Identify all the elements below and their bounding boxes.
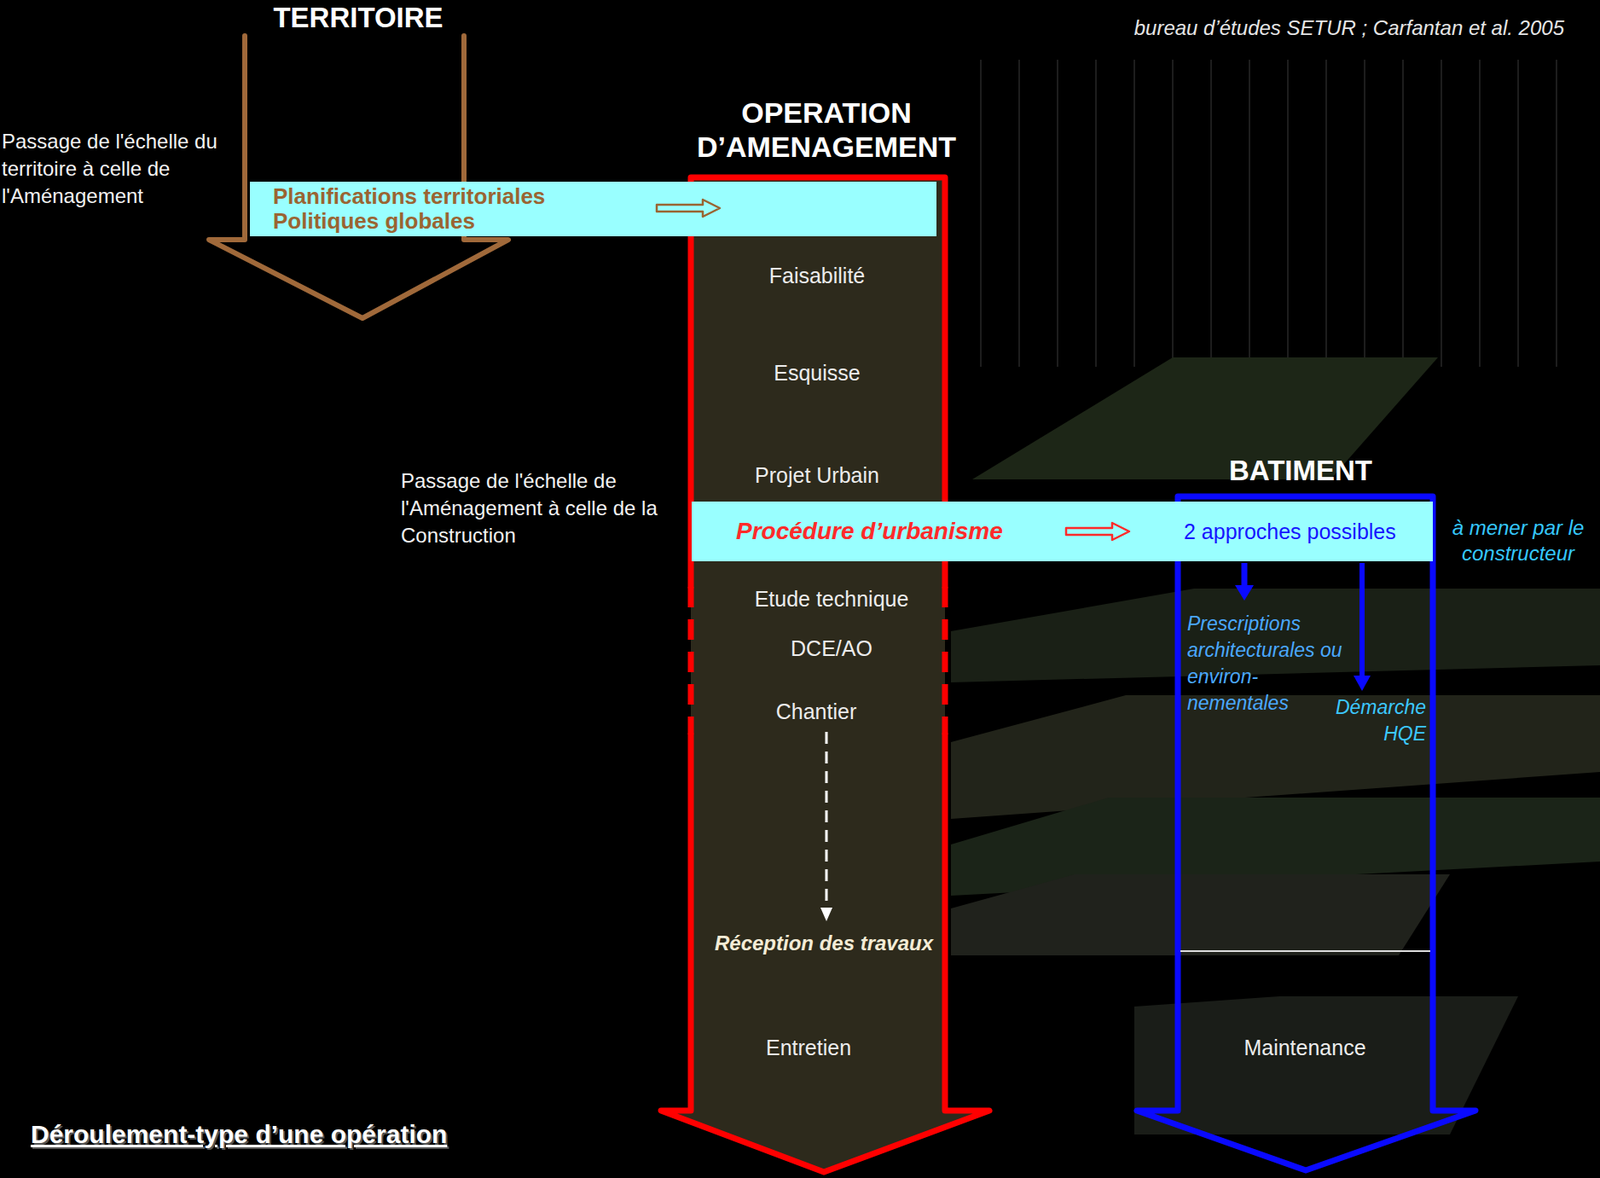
approach-arrow: [1359, 562, 1365, 678]
arrow-fill: [660, 177, 990, 1172]
arrow-heading: BATIMENT: [1172, 454, 1429, 487]
arrow-border: [688, 586, 695, 735]
arrow-border: [942, 586, 949, 735]
approach-arrow: [1241, 562, 1248, 587]
arrow-heading: OPERATION D’AMENAGEMENT: [677, 95, 976, 164]
side-note: à mener par le constructeur: [1441, 515, 1595, 567]
arrow-border: [208, 35, 509, 319]
territory-arrow: TERRITOIRE: [204, 0, 512, 325]
arrow-head: [820, 907, 833, 922]
stage-text: Chantier: [705, 698, 928, 725]
transition-band: Planifications territoriales Politiques …: [249, 181, 937, 237]
arrow-border: [660, 734, 990, 1172]
side-note: Passage de l'échelle du territoire à cel…: [1, 127, 232, 210]
double-arrow: [656, 199, 720, 217]
band-text: Procédure d’urbanisme: [736, 517, 1061, 545]
operation-arrow: OPERATION D’AMENAGEMENT FaisabilitéEsquis…: [656, 92, 998, 1178]
arrow-heading: TERRITOIRE: [204, 1, 512, 35]
arrow-outline: [204, 0, 512, 325]
source-note: bureau d’études SETUR ; Carfantan et al.…: [1057, 15, 1565, 41]
stage-text: Réception des travaux: [708, 930, 940, 957]
arrow-outline: [656, 92, 998, 1178]
stage-text: DCE/AO: [720, 635, 943, 661]
side-note: Passage de l'échelle de l'Aménagement à …: [400, 467, 674, 550]
stage-text: Projet Urbain: [701, 462, 933, 488]
dashed-arrow: [825, 731, 829, 908]
photo-frame-lines: [980, 59, 1557, 367]
double-arrow-symbol: [1064, 521, 1133, 542]
transition-band: Procédure d’urbanisme 2 approches possibl…: [691, 501, 1433, 562]
photo-layer: [950, 588, 1600, 683]
double-arrow-symbol: [655, 197, 724, 219]
approach-text: Prescriptions architecturales ou environ…: [1187, 610, 1351, 717]
stage-text: Esquisse: [701, 359, 933, 386]
approach-text: Démarche HQE: [1313, 694, 1427, 748]
arrow-head: [1353, 675, 1371, 691]
arrow-head: [1234, 585, 1254, 601]
arrow-border: [1136, 496, 1476, 1171]
double-arrow: [1066, 522, 1130, 540]
band-text: Planifications territoriales Politiques …: [272, 184, 649, 234]
stage-text: Maintenance: [1198, 1034, 1412, 1061]
stage-text: Etude technique: [720, 585, 943, 612]
band-text: 2 approches possibles: [1183, 518, 1432, 545]
diagram-title: Déroulement-type d’une opération: [30, 1118, 447, 1150]
stage-text: Entretien: [697, 1034, 920, 1061]
separator-line: [1180, 950, 1431, 952]
stage-text: Faisabilité: [701, 262, 933, 289]
photo-layer: [950, 874, 1450, 956]
